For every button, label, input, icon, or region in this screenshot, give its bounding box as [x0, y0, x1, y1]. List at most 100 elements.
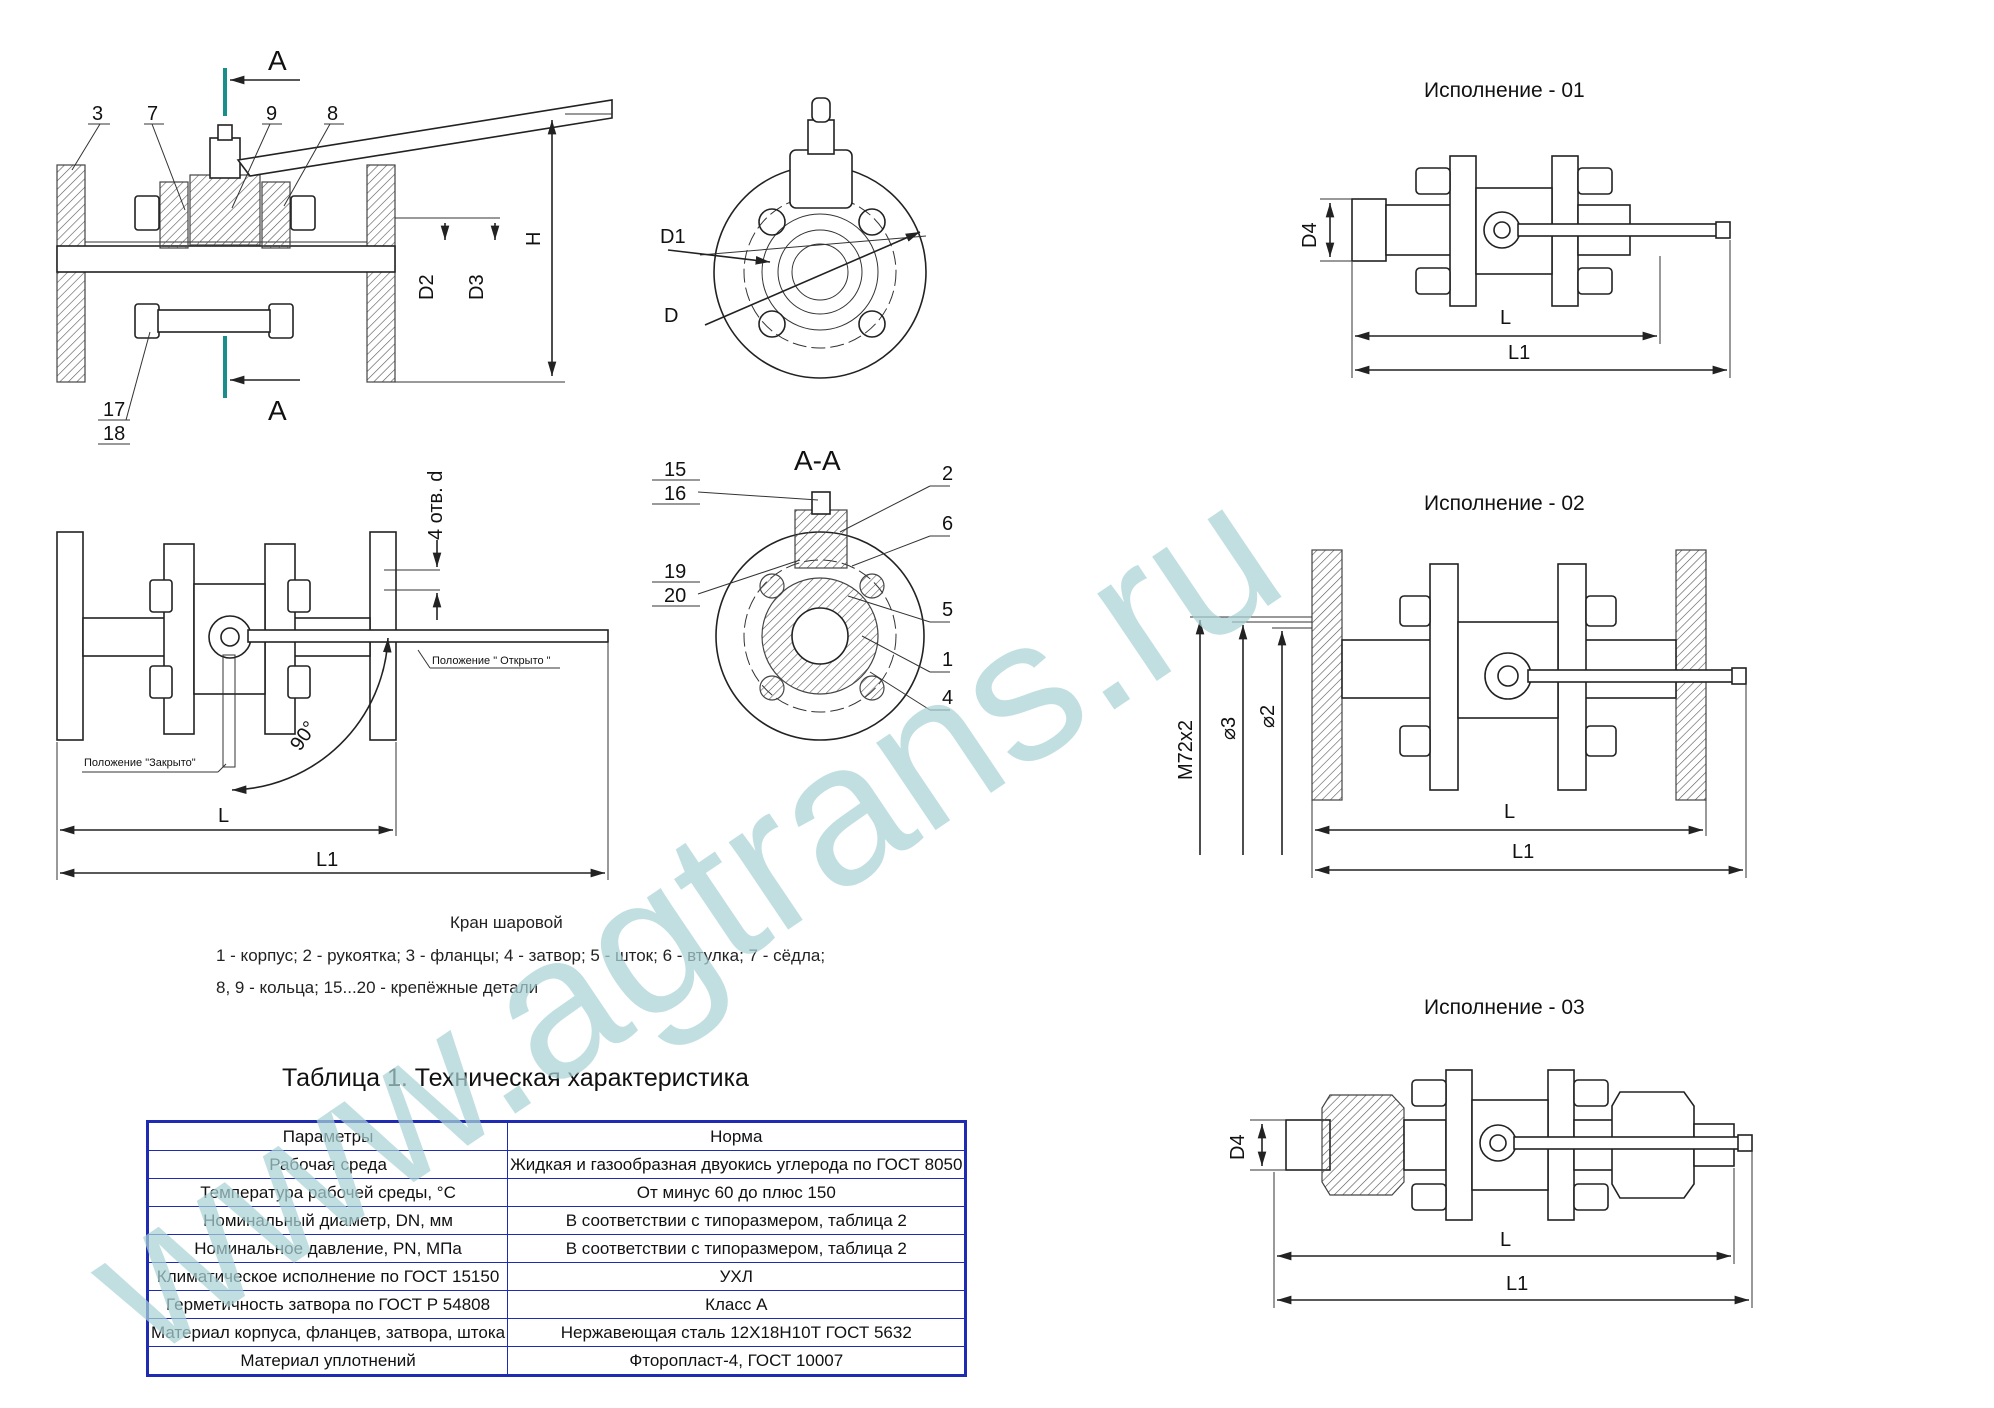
end-view: D1 D [660, 97, 927, 379]
body-flange [1449, 155, 1477, 307]
callout-15: 15 [664, 459, 686, 481]
dim-d4: D4 [1227, 1134, 1249, 1160]
callout-16: 16 [664, 483, 686, 505]
dim-phi2: ⌀2 [1257, 705, 1279, 728]
right-flange [366, 164, 396, 383]
table-cell: Класс А [507, 1290, 967, 1319]
variant-title: Исполнение - 01 [1424, 79, 1585, 102]
front-view: A A 3 7 9 8 17 18 H D2 D3 [56, 45, 613, 445]
nozzle [1351, 198, 1387, 262]
callout-6: 6 [942, 513, 953, 535]
table-cell: Номинальное давление, PN, МПа [146, 1234, 509, 1263]
section-mark-a: A [268, 395, 287, 426]
table-cell: Климатическое исполнение по ГОСТ 15150 [146, 1262, 509, 1291]
variant-title: Исполнение - 03 [1424, 996, 1585, 1019]
table-cell: Материал уплотнений [146, 1346, 509, 1376]
dim-l1: L1 [1506, 1273, 1528, 1295]
dim-d3: D3 [466, 274, 488, 300]
variant-02: Исполнение - 02 M72x2 ⌀3 ⌀2 L L1 [1175, 492, 1747, 878]
callout-2: 2 [942, 463, 953, 485]
table-cell: В соответствии с типоразмером, таблица 2 [507, 1206, 967, 1235]
dim-l: L [218, 805, 229, 827]
section-title: А-А [794, 445, 841, 476]
left-flange [1311, 549, 1343, 801]
legend-line: 1 - корпус; 2 - рукоятка; 3 - фланцы; 4 … [216, 946, 826, 965]
table-cell: Температура рабочей среды, °С [146, 1178, 509, 1207]
left-flange [56, 164, 86, 383]
table-header-row: Параметры Норма [146, 1121, 967, 1151]
section-mark-a: A [268, 45, 287, 76]
callout-8: 8 [327, 103, 338, 125]
dim-phi3: ⌀3 [1218, 717, 1240, 740]
dim-l: L [1500, 1229, 1511, 1251]
pipe-body [56, 245, 396, 273]
bolt-nut [134, 303, 160, 339]
right-body-block [261, 181, 291, 249]
stem-housing [789, 149, 853, 209]
holes-label: 4 отв. d [425, 471, 447, 540]
bolt-nut [134, 195, 160, 231]
legend-line: 8, 9 - кольца; 15...20 - крепёжные детал… [216, 978, 539, 997]
closed-position-label: Положение "Закрыто" [84, 757, 196, 769]
stem [209, 137, 241, 179]
callout-4: 4 [942, 687, 953, 709]
table-cell: Рабочая среда [146, 1150, 509, 1179]
handle [1527, 669, 1735, 683]
handle-end [811, 97, 831, 123]
variant-03: Исполнение - 03 D4 L L1 [1227, 996, 1753, 1308]
handle-open [247, 629, 609, 643]
callout-5: 5 [942, 599, 953, 621]
table-cell: От минус 60 до плюс 150 [507, 1178, 967, 1207]
variant-title: Исполнение - 02 [1424, 492, 1585, 515]
table-cell: Номинальный диаметр, DN, мм [146, 1206, 509, 1235]
callout-20: 20 [664, 585, 686, 607]
callout-19: 19 [664, 561, 686, 583]
table-cell: Материал корпуса, фланцев, затвора, шток… [146, 1318, 509, 1347]
body-flange [1445, 1069, 1473, 1221]
table-cell: Герметичность затвора по ГОСТ Р 54808 [146, 1290, 509, 1319]
table-cell: Нержавеющая сталь 12Х18Н10Т ГОСТ 5632 [507, 1318, 967, 1347]
variant-01: Исполнение - 01 D4 L L1 [1299, 79, 1731, 378]
callout-9: 9 [266, 103, 277, 125]
lower-bolt [157, 309, 271, 333]
callout-18: 18 [103, 423, 125, 445]
dim-h: H [523, 232, 545, 246]
section-stem [794, 509, 848, 569]
handle [1513, 1136, 1741, 1150]
dim-d1: D1 [660, 226, 686, 248]
stem-top [217, 124, 233, 141]
callout-1: 1 [942, 649, 953, 671]
section-view: А-А 15 16 2 6 19 20 5 1 4 [652, 445, 953, 741]
dim-l1: L1 [316, 849, 338, 871]
dim-l1: L1 [1512, 841, 1534, 863]
handle [1517, 223, 1719, 237]
plan-view: 4 отв. d Положение " Открыто " Положение… [56, 471, 609, 880]
union-nut [1321, 1094, 1405, 1196]
dim-l: L [1500, 307, 1511, 329]
table-row: Материал корпуса, фланцев, затвора, шток… [146, 1318, 967, 1347]
table-cell: Фторопласт-4, ГОСТ 10007 [507, 1346, 967, 1376]
bolt-nut [268, 303, 294, 339]
handle [236, 99, 613, 177]
open-position-label: Положение " Открыто " [432, 655, 551, 667]
table-header-cell: Норма [507, 1121, 967, 1151]
bolt-nut [290, 195, 316, 231]
dim-d2: D2 [416, 274, 438, 300]
dim-m72x2: M72x2 [1175, 720, 1197, 780]
dim-l: L [1504, 801, 1515, 823]
callout-17: 17 [103, 399, 125, 421]
callout-3: 3 [92, 103, 103, 125]
callout-7: 7 [147, 103, 158, 125]
body-flange [163, 543, 195, 735]
legend-title: Кран шаровой [450, 913, 563, 932]
dim-d: D [664, 305, 678, 327]
